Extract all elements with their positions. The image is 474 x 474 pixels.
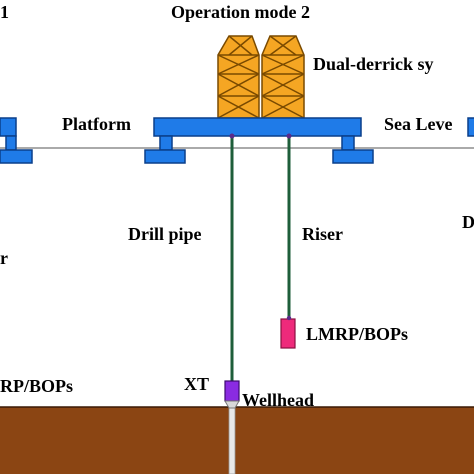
left-lmrp-bops-label: RP/BOPs (0, 376, 73, 396)
sea-level-label: Sea Leve (384, 114, 452, 134)
wellhead-shape (224, 400, 240, 409)
xt-label: XT (184, 374, 209, 394)
drill-pipe-top-node (229, 133, 235, 139)
left-platform-fragment (0, 117, 33, 164)
derrick-left (217, 35, 260, 119)
riser-label: Riser (302, 224, 343, 244)
dual-derrick-label: Dual-derrick sy (313, 54, 434, 74)
derrick-right (261, 35, 305, 119)
lmrp-bops-block (280, 318, 296, 349)
mode-title: Operation mode 2 (171, 2, 310, 22)
platform-label: Platform (62, 114, 131, 134)
wellhead-label: Wellhead (242, 390, 314, 410)
drill-pipe-label: Drill pipe (128, 224, 202, 244)
right-fragment-label: D (462, 212, 474, 232)
lmrp-top-node (286, 315, 292, 321)
left-fragment-r-label: r (0, 248, 8, 268)
lmrp-bops-label: LMRP/BOPs (306, 324, 408, 344)
main-platform (144, 117, 374, 164)
mode-left-fragment-label: 1 (0, 2, 9, 22)
riser-top-node (286, 133, 292, 139)
seabed (0, 407, 474, 474)
xt-block (224, 380, 240, 402)
right-platform-fragment (467, 117, 474, 137)
wellbore (228, 406, 236, 474)
